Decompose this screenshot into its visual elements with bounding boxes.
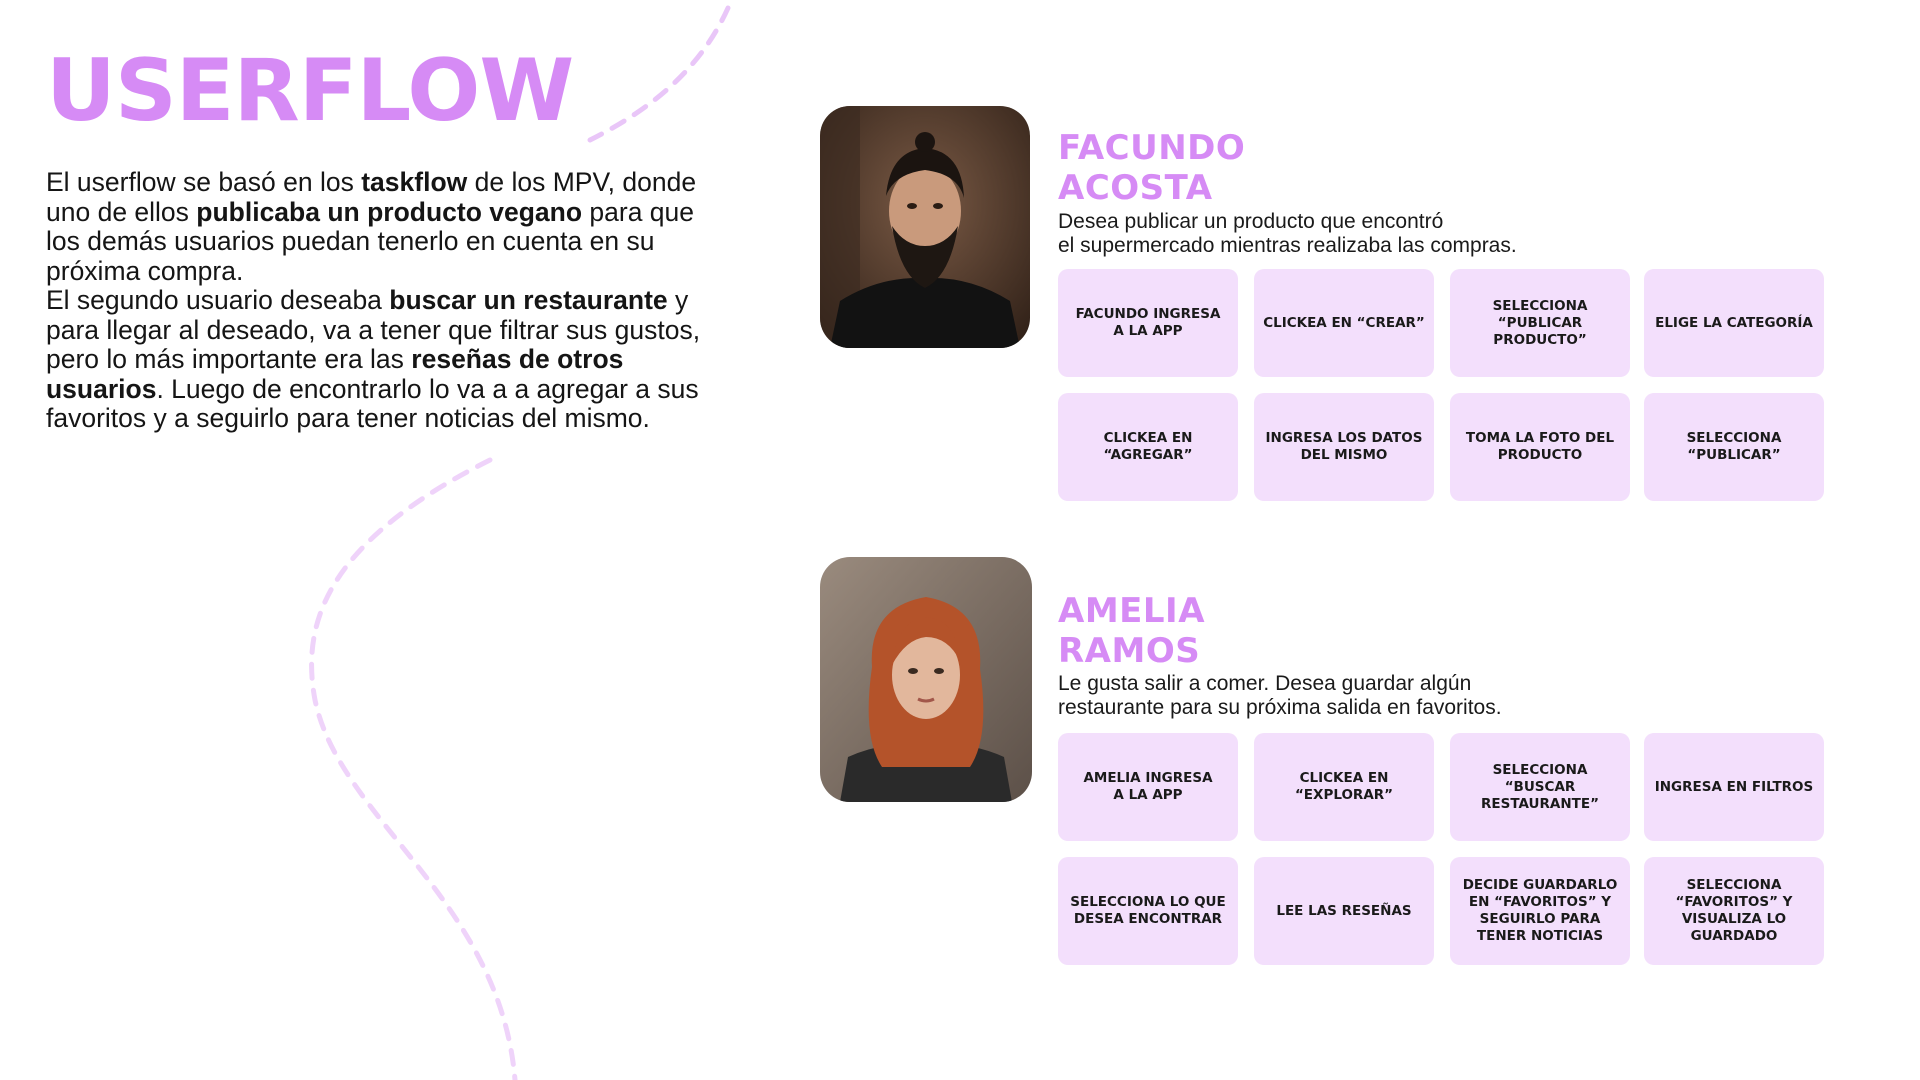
intro-p1-run: para que los demás usuarios puedan tener… xyxy=(46,196,695,286)
facundo-first-name: FACUNDO xyxy=(1058,128,1246,168)
page-title: USERFLOW xyxy=(46,41,574,141)
facundo-description: Desea publicar un producto que encontró … xyxy=(1058,210,1618,258)
facundo-step-card: CLICKEA EN “CREAR” xyxy=(1254,269,1434,377)
intro-p2-run: reseñas de otros usuarios xyxy=(46,344,624,404)
intro-text: El userflow se basó en los taskflow de l… xyxy=(46,167,726,434)
intro-p1-run: El userflow se basó en los xyxy=(46,167,362,197)
step-label: SELECCIONA“PUBLICAR” xyxy=(1686,430,1782,463)
intro-p2-run: . Luego de encontrarlo lo va a a agregar… xyxy=(46,373,699,433)
intro-p1-run: publicaba un producto vegano xyxy=(196,196,583,227)
step-label: CLICKEA EN“AGREGAR” xyxy=(1103,430,1193,463)
amelia-last-name: RAMOS xyxy=(1058,631,1201,671)
facundo-last-name: ACOSTA xyxy=(1058,168,1213,208)
step-label: CLICKEA EN “CREAR” xyxy=(1263,314,1425,331)
facundo-step-card: CLICKEA EN“AGREGAR” xyxy=(1058,393,1238,501)
facundo-name: FACUNDO ACOSTA xyxy=(1058,128,1245,208)
step-label: ELIGE LA CATEGORÍA xyxy=(1655,314,1813,331)
amelia-name: AMELIA RAMOS xyxy=(1058,591,1205,671)
facundo-desc-line-2: el supermercado mientras realizaba las c… xyxy=(1058,234,1517,257)
amelia-description: Le gusta salir a comer. Desea guardar al… xyxy=(1058,672,1618,720)
facundo-step-card: SELECCIONA“PUBLICAR PRODUCTO” xyxy=(1450,269,1630,377)
amelia-step-card: INGRESA EN FILTROS xyxy=(1644,733,1824,841)
step-label: LEE LAS RESEÑAS xyxy=(1276,902,1412,919)
amelia-desc-line-1: Le gusta salir a comer. Desea guardar al… xyxy=(1058,672,1472,695)
intro-p2-run: buscar un restaurante xyxy=(389,285,668,315)
intro-p2-run: y para llegar al deseado, va a tener que… xyxy=(46,285,701,374)
facundo-desc-line-1: Desea publicar un producto que encontró xyxy=(1058,210,1444,233)
amelia-step-card: CLICKEA EN“EXPLORAR” xyxy=(1254,733,1434,841)
intro-p1-run: de los MPV, donde uno de ellos xyxy=(46,167,697,227)
amelia-desc-line-2: restaurante para su próxima salida en fa… xyxy=(1058,696,1502,719)
intro-paragraph-1: El userflow se basó en los taskflow de l… xyxy=(46,167,726,286)
step-label: CLICKEA EN“EXPLORAR” xyxy=(1294,770,1394,803)
step-label: INGRESA EN FILTROS xyxy=(1654,778,1814,795)
facundo-step-card: ELIGE LA CATEGORÍA xyxy=(1644,269,1824,377)
facundo-step-card: SELECCIONA“PUBLICAR” xyxy=(1644,393,1824,501)
step-label: SELECCIONA“PUBLICAR PRODUCTO” xyxy=(1492,297,1588,348)
amelia-first-name: AMELIA xyxy=(1058,591,1206,631)
facundo-photo xyxy=(820,106,1030,348)
intro-p2-run: El segundo usuario deseaba xyxy=(46,285,390,315)
intro-p1-run: taskflow xyxy=(361,167,468,197)
intro-paragraph-2: El segundo usuario deseaba buscar un res… xyxy=(46,285,726,434)
amelia-step-card: LEE LAS RESEÑAS xyxy=(1254,857,1434,965)
amelia-photo xyxy=(820,557,1032,802)
